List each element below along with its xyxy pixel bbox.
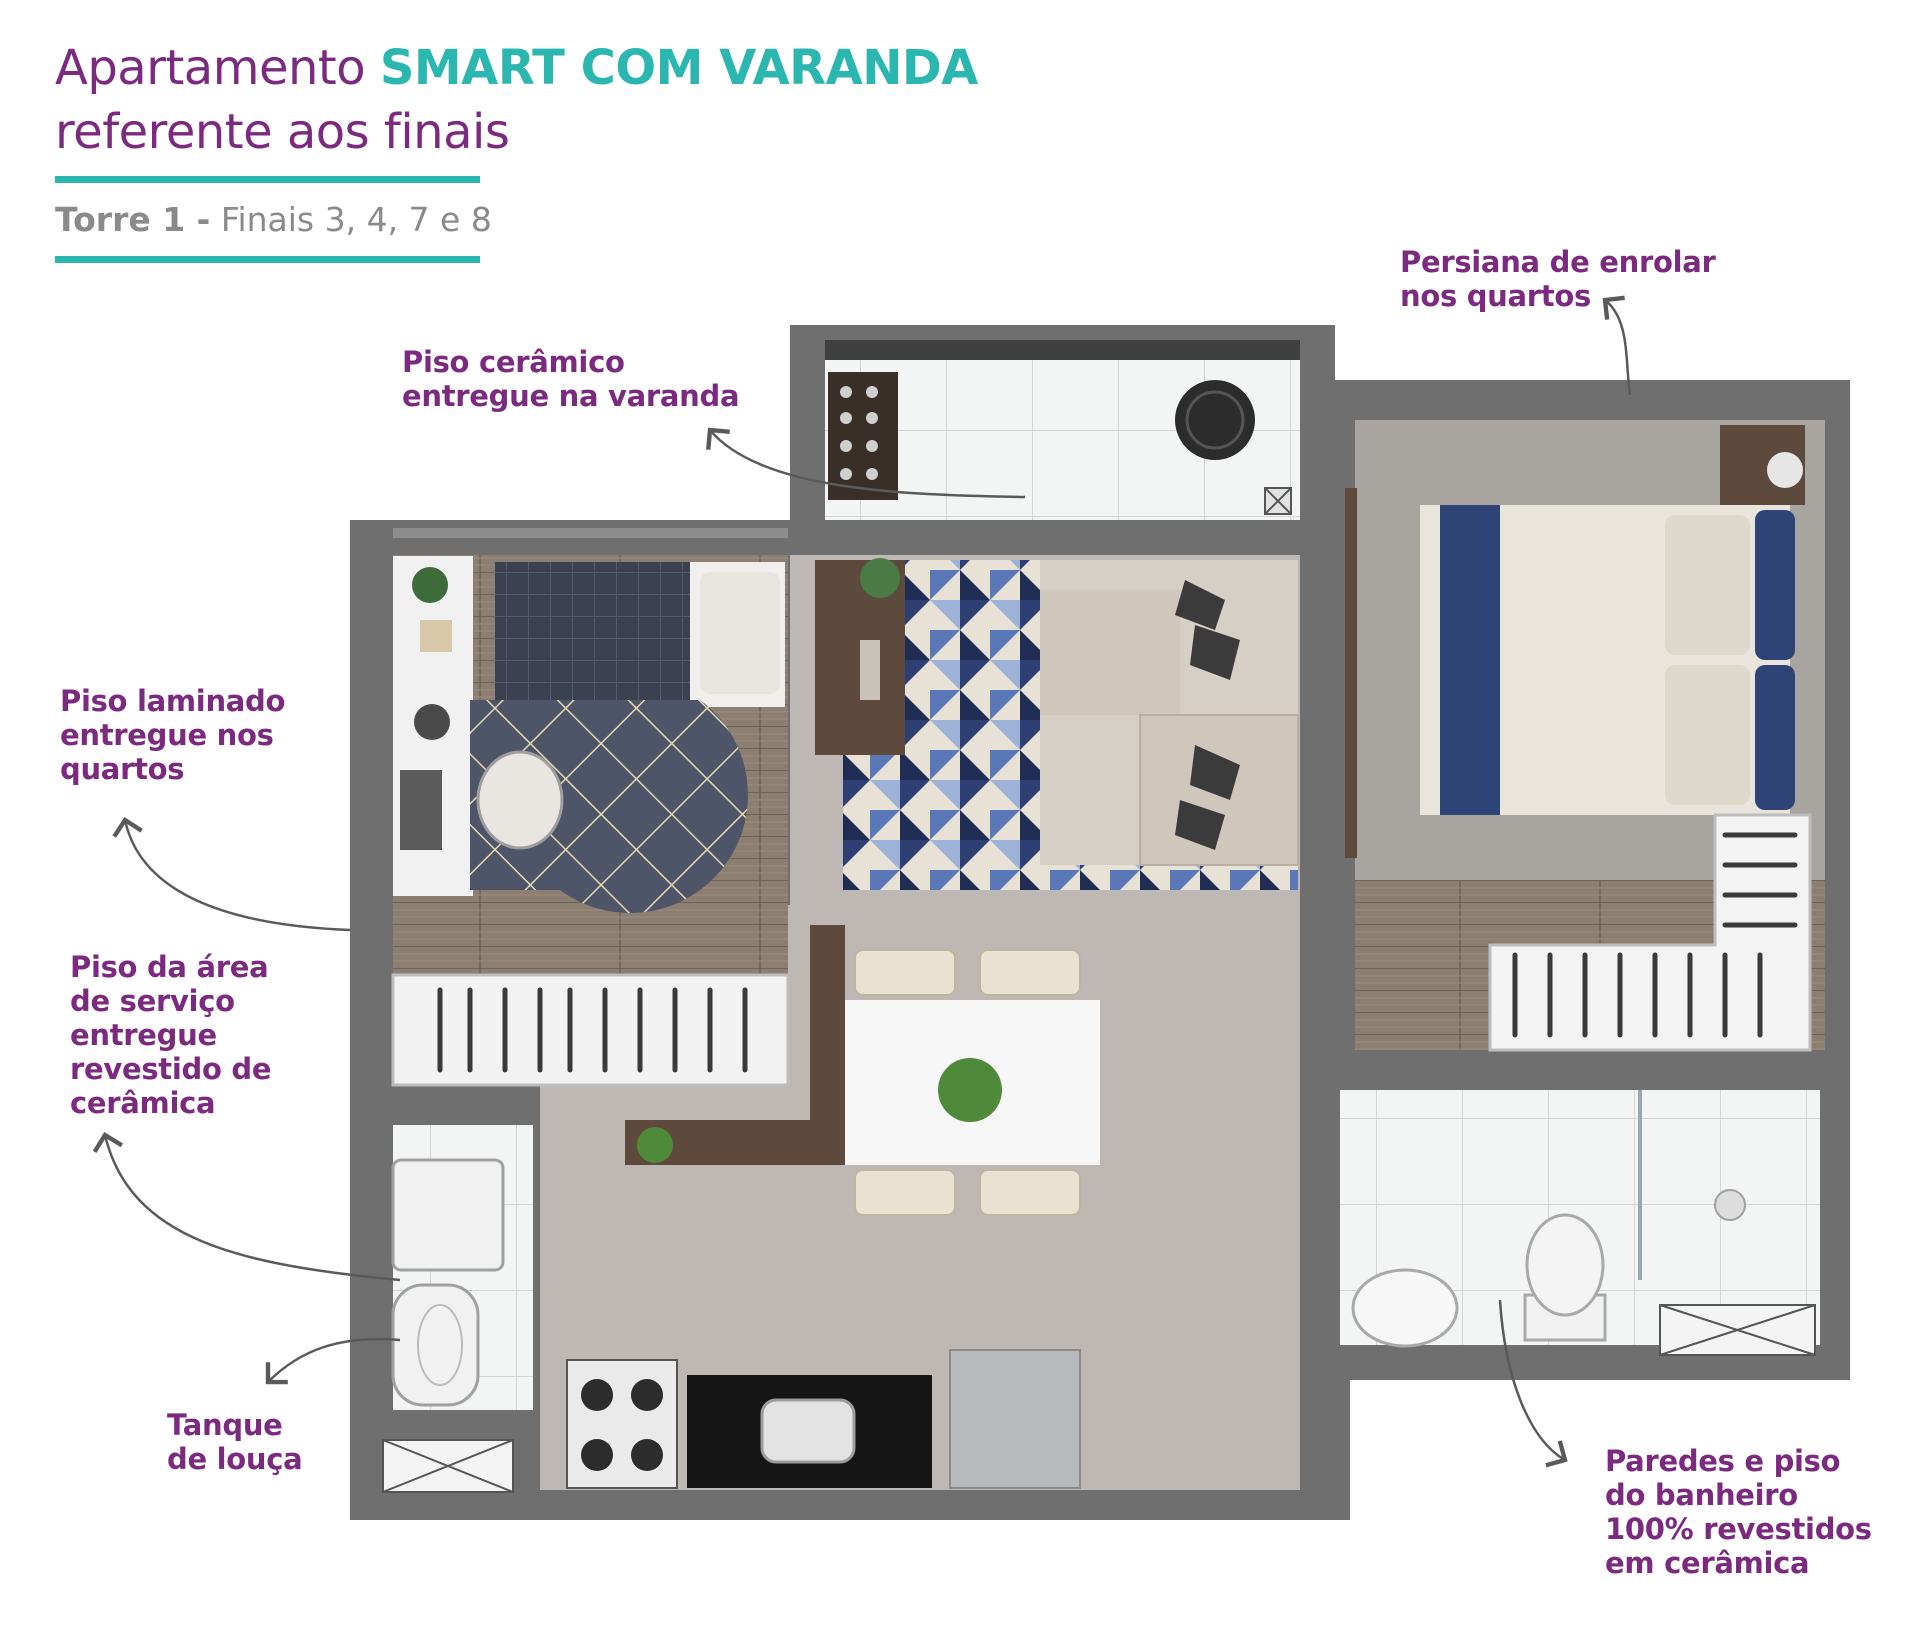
wardrobe-icon <box>1488 813 1812 1052</box>
stove-icon <box>566 1359 678 1489</box>
service-area <box>382 1125 533 1493</box>
arrow-icon <box>1498 1299 1568 1468</box>
balcony <box>825 340 1300 520</box>
note-balcony-floor: Piso cerâmico entregue na varanda <box>402 345 740 413</box>
plant-icon <box>860 558 900 598</box>
sink-icon <box>391 1283 480 1407</box>
living-room <box>815 558 1299 890</box>
washing-machine-icon <box>391 1158 505 1272</box>
page-subtitle: Torre 1 - Finais 3, 4, 7 e 8 <box>55 200 492 239</box>
dining-area <box>625 925 1100 1216</box>
note-bathroom: Paredes e piso do banheiro 100% revestid… <box>1605 1444 1872 1580</box>
note-service-area-floor: Piso da área de serviço entregue revesti… <box>70 950 272 1120</box>
note-laminate-floor: Piso laminado entregue nos quartos <box>60 684 286 786</box>
subtitle-tower: Torre 1 - <box>55 200 211 239</box>
bedroom-left <box>391 528 790 1087</box>
page-title: Apartamento SMART COM VARANDA <box>55 40 978 96</box>
annotation-arrows <box>92 295 1632 1468</box>
plant-icon <box>938 1058 1002 1122</box>
wardrobe-icon <box>391 973 790 1087</box>
title-prefix: Apartamento <box>55 40 380 96</box>
title-accent: SMART COM VARANDA <box>379 40 979 96</box>
title-divider <box>55 176 480 183</box>
note-roller-blinds: Persiana de enrolar nos quartos <box>1400 245 1716 313</box>
arrow-icon <box>92 1131 401 1282</box>
arrow-icon <box>112 816 351 932</box>
plant-icon <box>412 567 448 603</box>
note-tank: Tanque de louça <box>167 1408 303 1476</box>
kitchen <box>566 1349 1081 1489</box>
bedroom-right <box>1345 420 1825 1052</box>
arrow-icon <box>1602 295 1632 396</box>
sink-icon <box>760 1398 856 1464</box>
subtitle-divider <box>55 256 480 263</box>
sink-icon <box>1351 1268 1459 1348</box>
bathroom <box>1340 1090 1820 1356</box>
arrow-icon <box>265 1337 401 1385</box>
subtitle-finals: Finais 3, 4, 7 e 8 <box>210 200 492 239</box>
page-title-line2: referente aos finais <box>55 104 510 160</box>
arrow-icon <box>706 427 1026 499</box>
